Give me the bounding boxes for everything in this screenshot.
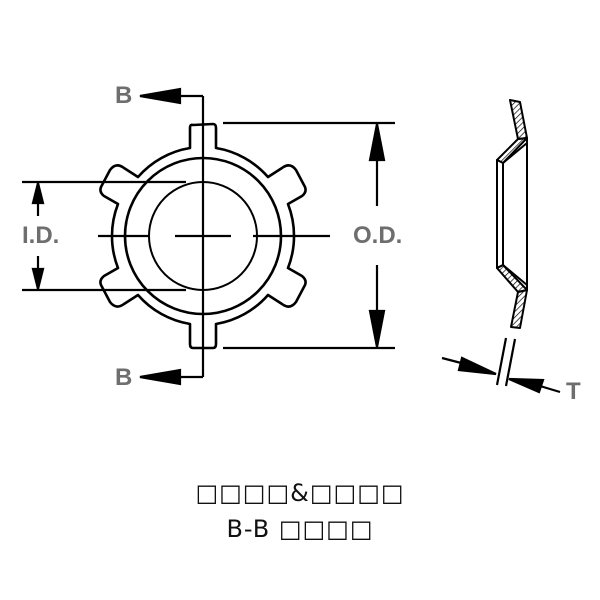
arrow-left-icon	[139, 368, 182, 386]
washer-section-view	[496, 99, 528, 329]
inner-diameter-label: I.D.	[22, 222, 60, 249]
top-tooth-section	[509, 99, 528, 140]
id-dimension	[22, 180, 186, 292]
centerlines	[98, 96, 330, 377]
washer-outer-toothed-edge	[99, 122, 307, 350]
od-dimension	[223, 121, 395, 350]
section-label-b-top: B	[115, 82, 133, 109]
thickness-label: T	[566, 378, 581, 405]
outer-diameter-label: O.D.	[353, 222, 403, 249]
caption-line-2: B-B □□□□	[226, 515, 374, 543]
caption-line-1: □□□□&□□□□	[195, 479, 405, 507]
bottom-tooth-section	[510, 289, 528, 329]
section-b-markers	[139, 87, 203, 386]
inner-band-section	[496, 159, 504, 269]
thickness-dimension	[441, 337, 561, 394]
section-label-b-bottom: B	[115, 364, 133, 391]
top-slope-section	[496, 137, 528, 164]
arrow-left-icon	[139, 87, 182, 105]
bottom-slope-section	[496, 264, 528, 293]
